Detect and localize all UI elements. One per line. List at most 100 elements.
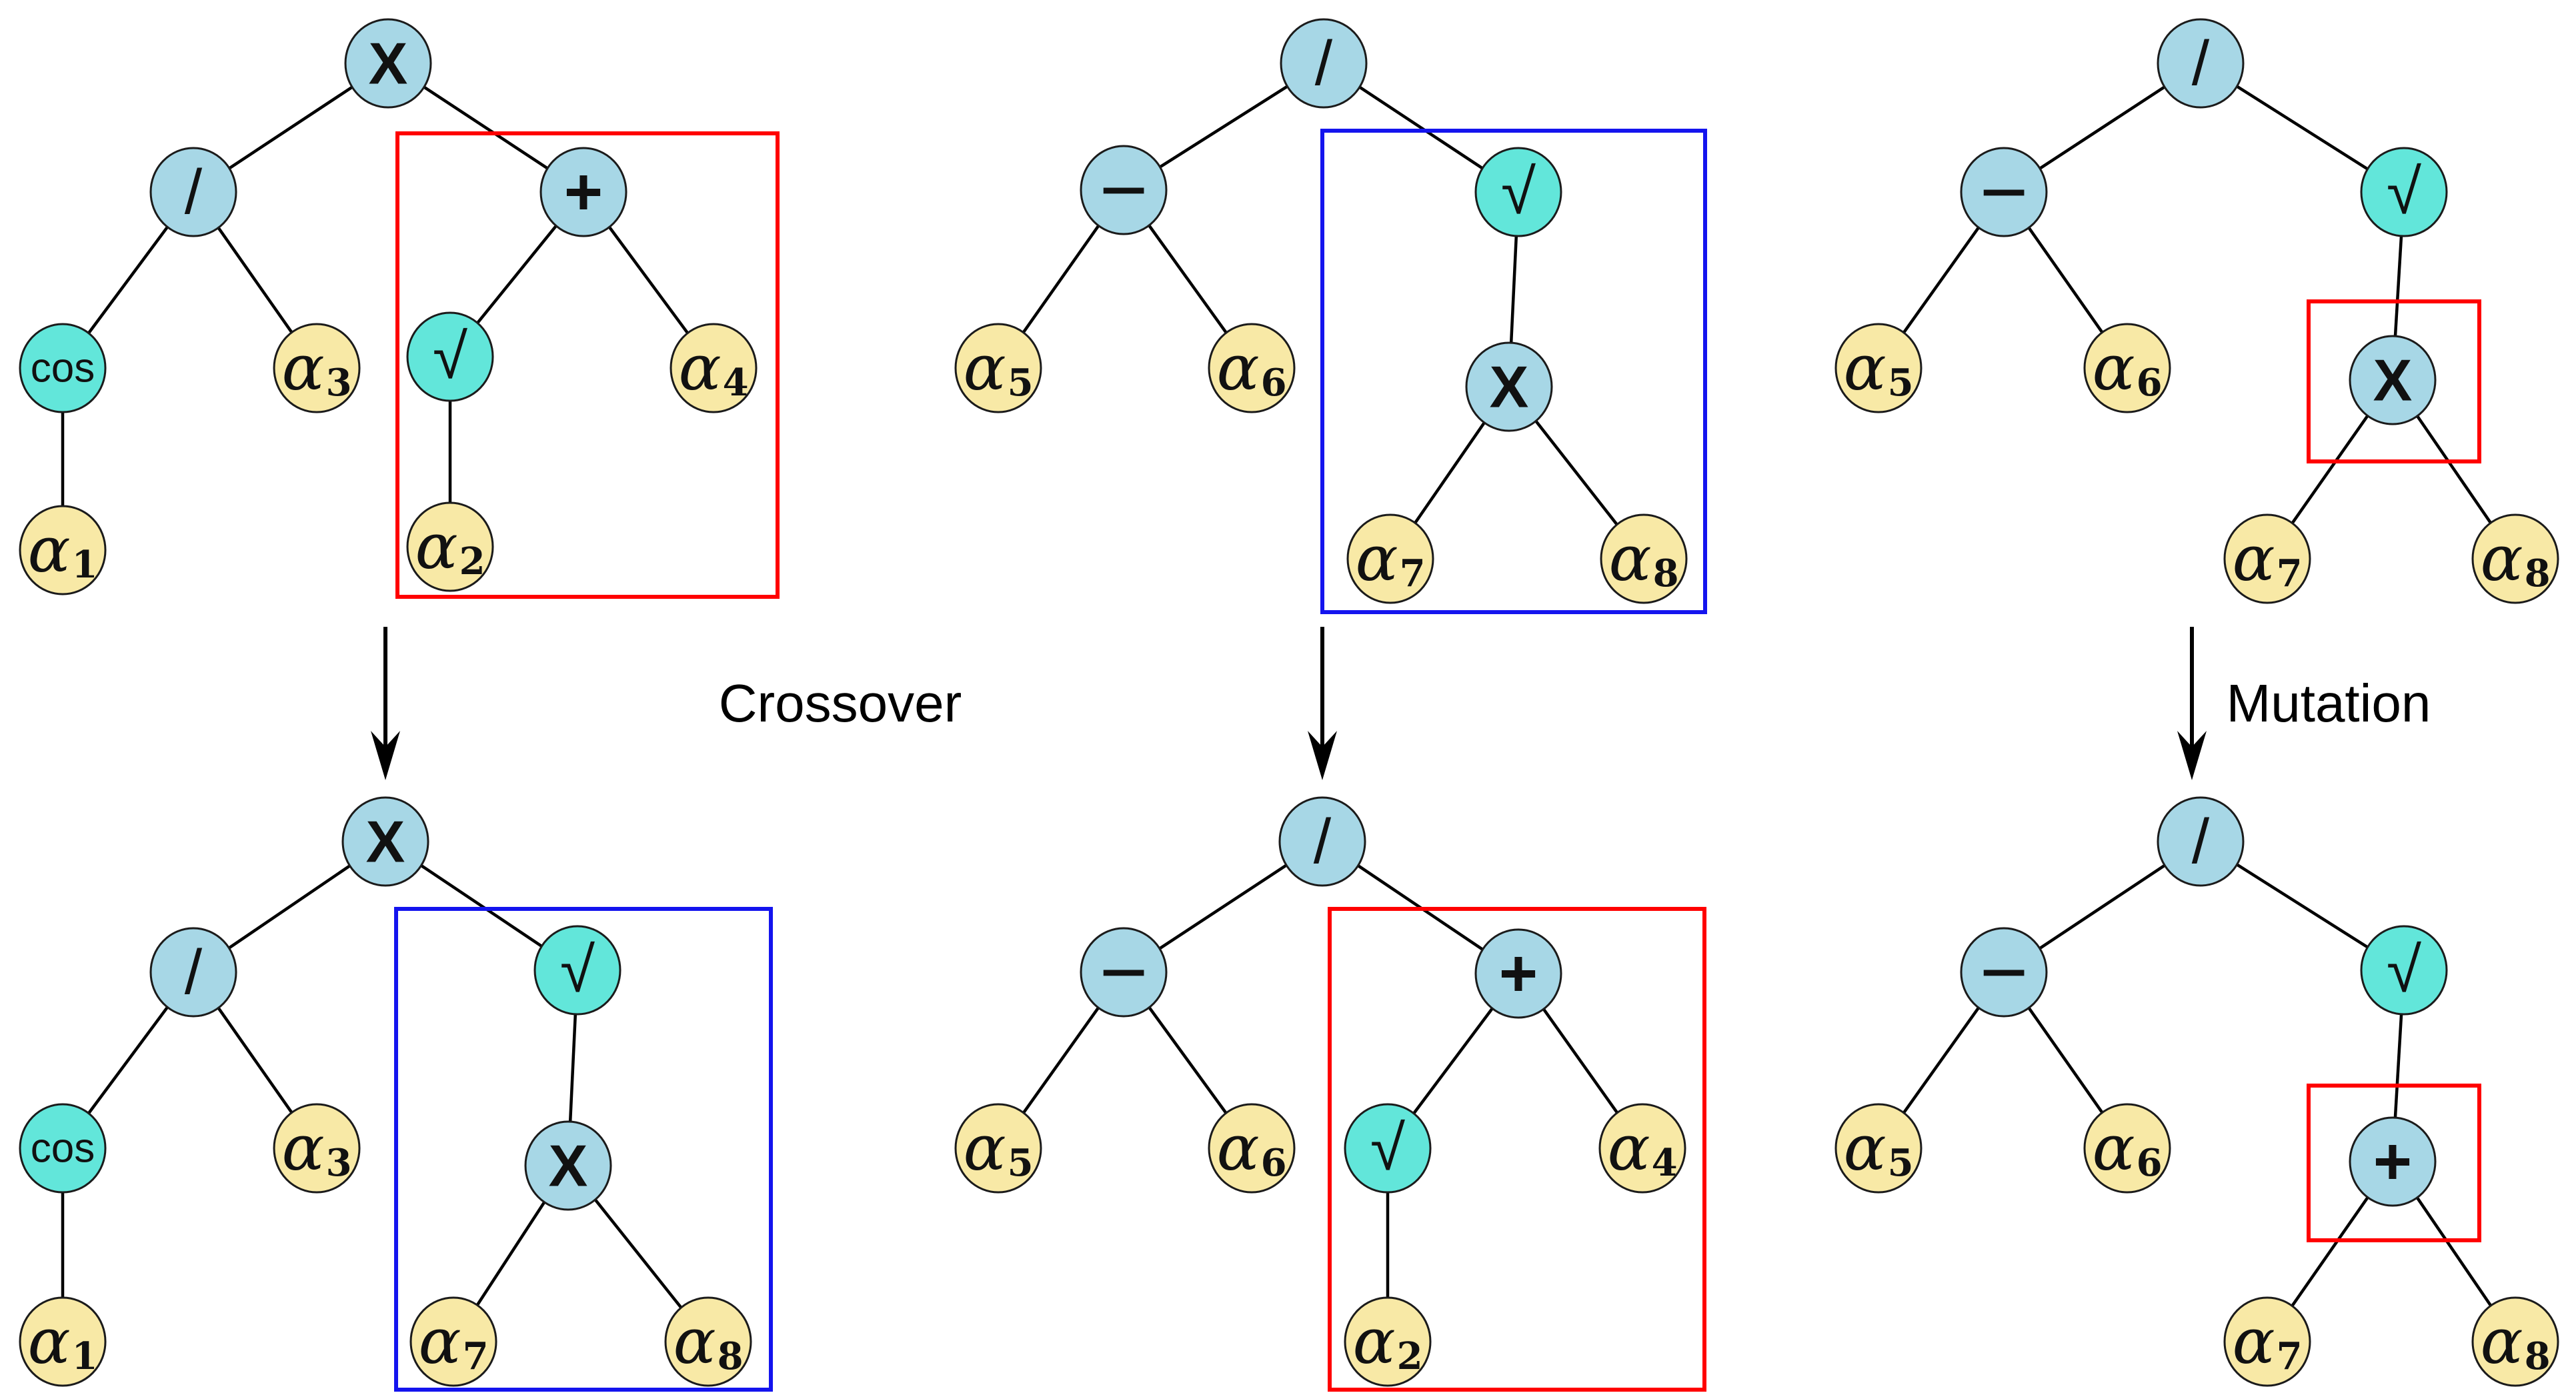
swapped-subtree-box-offspring-left <box>394 907 773 1392</box>
node-parent-middle-root: / <box>1280 18 1368 109</box>
node-label-subscript: 5 <box>1888 361 1914 405</box>
node-offspring-middle-a2: α2 <box>1344 1296 1432 1387</box>
arrow-head-icon <box>1308 731 1337 780</box>
node-offspring-left-a8: α8 <box>664 1296 752 1387</box>
node-label-parent-middle-minus: − <box>1100 144 1148 237</box>
node-label-subscript: 4 <box>1652 1141 1678 1185</box>
node-parent-left-a1: α1 <box>19 505 107 595</box>
terminal-node-circle <box>1598 1103 1686 1194</box>
node-label-subscript: 5 <box>1008 361 1034 405</box>
binary-node-circle <box>2349 335 2437 425</box>
node-label-parent-middle-sqrt: √ <box>1501 157 1536 227</box>
binary-node-circle <box>149 927 237 1018</box>
node-label-subscript: 1 <box>72 543 98 587</box>
node-parent-middle-mul: X <box>1465 341 1553 432</box>
binary-node-circle <box>344 18 432 109</box>
node-label-offspring-right-a7: α7 <box>2232 1305 2302 1378</box>
node-offspring-middle-a5: α5 <box>954 1103 1042 1194</box>
unary-node-circle <box>19 1103 107 1194</box>
unary-node-circle <box>1474 147 1562 237</box>
node-label-parent-left-div: / <box>185 157 203 227</box>
terminal-node-circle <box>2471 1296 2559 1387</box>
node-label-parent-middle-mul: X <box>1490 354 1529 420</box>
node-offspring-left-a7: α7 <box>409 1296 497 1387</box>
node-offspring-middle-root: / <box>1278 796 1366 887</box>
unary-node-circle <box>2360 925 2448 1016</box>
node-parent-middle-a7: α7 <box>1346 513 1434 604</box>
terminal-node-circle <box>273 1103 361 1194</box>
node-offspring-right-a7: α7 <box>2223 1296 2311 1387</box>
arrow-head-icon <box>2177 731 2207 780</box>
unary-node-circle <box>1344 1103 1432 1194</box>
binary-node-circle <box>1960 927 2048 1018</box>
unary-node-circle <box>406 311 494 402</box>
unary-node-circle <box>2360 147 2448 237</box>
node-parent-right-root: / <box>2157 18 2245 109</box>
terminal-node-circle <box>273 323 361 413</box>
node-label-offspring-right-a8: α8 <box>2480 1305 2550 1378</box>
binary-node-circle <box>2157 18 2245 109</box>
node-parent-left-a3: α3 <box>273 323 361 413</box>
node-offspring-left-a3: α3 <box>273 1103 361 1194</box>
node-label-parent-right-root: / <box>2192 28 2210 99</box>
node-offspring-right-a6: α6 <box>2083 1103 2171 1194</box>
node-label-offspring-middle-root: / <box>1314 806 1332 877</box>
node-offspring-left-mul: X <box>524 1120 612 1211</box>
terminal-node-circle <box>2471 513 2559 604</box>
node-offspring-left-div: / <box>149 927 237 1018</box>
node-label-subscript: 6 <box>2137 1141 2163 1185</box>
terminal-node-circle <box>1600 513 1688 604</box>
node-label-offspring-left-mul: X <box>549 1133 588 1199</box>
node-offspring-right-minus: − <box>1960 926 2048 1019</box>
terminal-node-circle <box>19 1296 107 1387</box>
node-label-offspring-left-div: / <box>185 937 203 1008</box>
node-label-subscript: 7 <box>463 1334 489 1378</box>
node-label-offspring-right-sqrt: √ <box>2387 935 2422 1006</box>
node-label-offspring-right-minus: − <box>1980 926 2029 1019</box>
terminal-node-circle <box>1208 323 1296 413</box>
node-parent-middle-a6: α6 <box>1208 323 1296 413</box>
node-parent-right-minus: − <box>1960 146 2048 239</box>
node-parent-right-a5: α5 <box>1834 323 1922 413</box>
terminal-node-circle <box>406 501 494 592</box>
binary-node-circle <box>2157 796 2245 887</box>
node-offspring-left-root: X <box>341 796 429 887</box>
binary-node-circle <box>539 147 627 237</box>
arrow-head-icon <box>371 731 400 780</box>
node-parent-right-a7: α7 <box>2223 513 2311 604</box>
node-label-subscript: 7 <box>1400 551 1426 595</box>
mutated-node-box-offspring-right <box>2307 1084 2481 1242</box>
terminal-node-circle <box>19 505 107 595</box>
node-parent-left-plus: + <box>539 147 627 237</box>
crossover-arrow-right <box>1308 627 1337 780</box>
node-label-offspring-middle-sqrt: √ <box>1370 1113 1406 1184</box>
binary-node-circle <box>1080 145 1168 235</box>
node-label-subscript: 8 <box>1653 551 1679 595</box>
node-label-subscript: 6 <box>1261 1141 1287 1185</box>
node-label-parent-left-a4: α4 <box>678 331 748 405</box>
node-parent-middle-a8: α8 <box>1600 513 1688 604</box>
crossover-arrow-left <box>371 627 400 780</box>
node-parent-middle-a5: α5 <box>954 323 1042 413</box>
node-label-offspring-left-cos: cos <box>31 1126 95 1172</box>
tree-parent-middle: / −α5 α6 √ Xα7 α8 <box>954 18 1707 614</box>
terminal-node-circle <box>2083 1103 2171 1194</box>
unary-node-circle <box>19 323 107 413</box>
binary-node-circle <box>1474 928 1562 1019</box>
node-offspring-left-sqrt: √ <box>533 925 621 1016</box>
binary-node-circle <box>1080 927 1168 1018</box>
mutation-arrow <box>2177 627 2207 780</box>
node-label-offspring-middle-a2: α2 <box>1352 1305 1422 1378</box>
node-offspring-middle-minus: − <box>1080 926 1168 1019</box>
node-label-parent-right-sqrt: √ <box>2387 157 2422 227</box>
node-label-subscript: 1 <box>72 1334 98 1378</box>
binary-node-circle <box>1280 18 1368 109</box>
node-label-offspring-right-root: / <box>2192 806 2210 877</box>
node-parent-left-cos: cos <box>19 323 107 413</box>
node-label-subscript: 3 <box>326 1141 352 1185</box>
binary-node-circle <box>149 147 237 237</box>
binary-node-circle <box>2349 1116 2437 1207</box>
